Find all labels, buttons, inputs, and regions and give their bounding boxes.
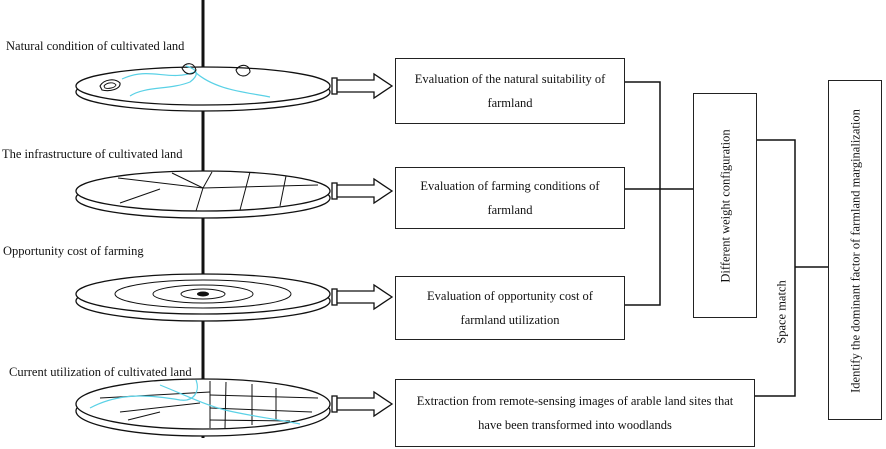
box-opportunity-cost: Evaluation of opportunity cost of farmla… xyxy=(395,276,625,340)
disc-natural-condition xyxy=(75,63,331,112)
space-match-label: Space match xyxy=(774,280,789,344)
box-dominant-factor: Identify the dominant factor of farmland… xyxy=(828,80,882,420)
disc-opportunity-cost xyxy=(75,273,331,322)
arrow-layer-1 xyxy=(331,72,394,100)
layer-title-infrastructure: The infrastructure of cultivated land xyxy=(2,147,183,161)
layer-title-natural-condition: Natural condition of cultivated land xyxy=(6,39,185,53)
dominant-factor-label: Identify the dominant factor of farmland… xyxy=(848,109,863,393)
disc-infrastructure xyxy=(75,170,331,219)
connector-space-match xyxy=(755,139,828,397)
arrow-layer-2 xyxy=(331,177,394,205)
box-farming-conditions: Evaluation of farming conditions of farm… xyxy=(395,167,625,229)
layer-title-current-utilization: Current utilization of cultivated land xyxy=(9,365,192,379)
layer-title-opportunity-cost: Opportunity cost of farming xyxy=(3,244,144,258)
arrow-layer-3 xyxy=(331,283,394,311)
disc-current-utilization xyxy=(75,378,331,437)
box-remote-sensing-extraction: Extraction from remote-sensing images of… xyxy=(395,379,755,447)
arrow-layer-4 xyxy=(331,390,394,418)
weight-configuration-label: Different weight configuration xyxy=(718,129,733,283)
box-natural-suitability: Evaluation of the natural suitability of… xyxy=(395,58,625,124)
box-weight-configuration: Different weight configuration xyxy=(693,93,757,318)
connector-to-weight xyxy=(625,81,693,306)
